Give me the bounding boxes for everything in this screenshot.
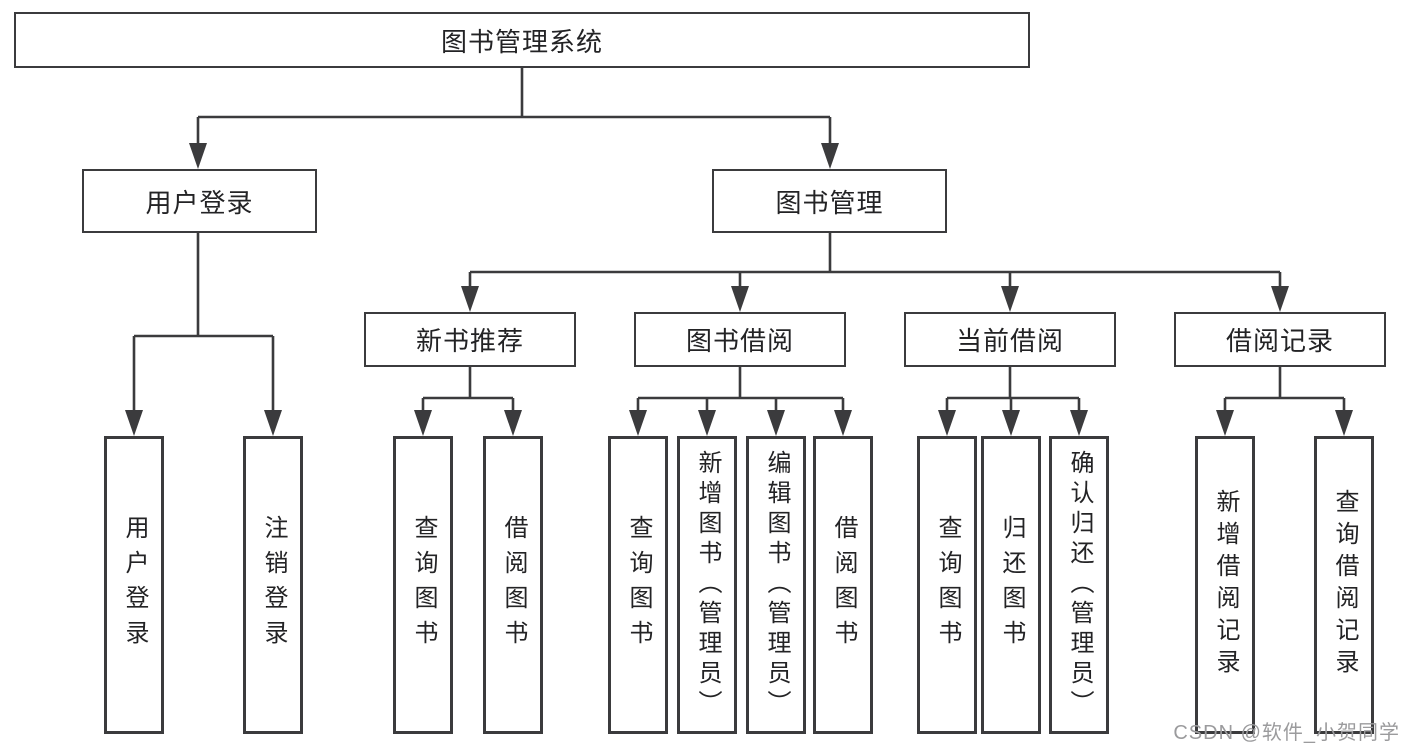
- arrow-down-icon: [461, 286, 479, 312]
- leaf-query-borrow-record: 查询借阅记录: [1314, 436, 1374, 734]
- leaf-add-borrow-record: 新增借阅记录: [1195, 436, 1255, 734]
- connector-newbook-to-leaves: [421, 367, 515, 414]
- leaf-return-book: 归还图书: [981, 436, 1041, 734]
- node-borrow-records: 借阅记录: [1174, 312, 1386, 367]
- leaf-borrow-book-recommend: 借阅图书: [483, 436, 543, 734]
- leaf-borrow-book: 借阅图书: [813, 436, 873, 734]
- connector-bookborrow-to-leaves: [636, 367, 845, 414]
- connector-bookmgmt-to-level3: [468, 233, 1282, 290]
- leaf-query-book-recommend: 查询图书: [393, 436, 453, 734]
- connector-currentborrow-to-leaves: [945, 367, 1081, 414]
- arrow-down-icon: [834, 410, 852, 436]
- connector-borrowrecord-to-leaves: [1223, 367, 1346, 414]
- connector-userlogin-to-leaves: [132, 233, 275, 414]
- leaf-query-book-borrow: 查询图书: [608, 436, 668, 734]
- arrow-down-icon: [1335, 410, 1353, 436]
- arrow-down-icon: [125, 410, 143, 436]
- arrow-down-icon: [698, 410, 716, 436]
- leaf-add-book-admin: 新增图书（管理员）: [677, 436, 737, 734]
- arrow-down-icon: [1216, 410, 1234, 436]
- arrow-down-icon: [264, 410, 282, 436]
- leaf-edit-book-admin: 编辑图书（管理员）: [746, 436, 806, 734]
- leaf-logout-login: 注销登录: [243, 436, 303, 734]
- arrow-down-icon: [1070, 410, 1088, 436]
- arrow-down-icon: [1002, 410, 1020, 436]
- arrow-down-icon: [767, 410, 785, 436]
- arrow-down-icon: [731, 286, 749, 312]
- csdn-watermark: CSDN @软件_小贺同学: [1173, 722, 1400, 744]
- connector-lines: [132, 68, 1346, 414]
- leaf-query-book-current: 查询图书: [917, 436, 977, 734]
- arrow-down-icon: [1271, 286, 1289, 312]
- arrow-down-icon: [938, 410, 956, 436]
- arrow-down-icon: [629, 410, 647, 436]
- node-book-management: 图书管理: [712, 169, 947, 233]
- arrow-down-icon: [1001, 286, 1019, 312]
- connector-root-to-level2: [196, 68, 832, 150]
- arrow-down-icon: [414, 410, 432, 436]
- arrowheads: [125, 143, 1353, 436]
- arrow-down-icon: [189, 143, 207, 169]
- node-system-root: 图书管理系统: [14, 12, 1030, 68]
- leaf-user-login: 用户登录: [104, 436, 164, 734]
- node-user-login: 用户登录: [82, 169, 317, 233]
- node-current-borrow: 当前借阅: [904, 312, 1116, 367]
- leaf-confirm-return-admin: 确认归还（管理员）: [1049, 436, 1109, 734]
- node-book-borrow: 图书借阅: [634, 312, 846, 367]
- node-new-book-recommend: 新书推荐: [364, 312, 576, 367]
- arrow-down-icon: [504, 410, 522, 436]
- arrow-down-icon: [821, 143, 839, 169]
